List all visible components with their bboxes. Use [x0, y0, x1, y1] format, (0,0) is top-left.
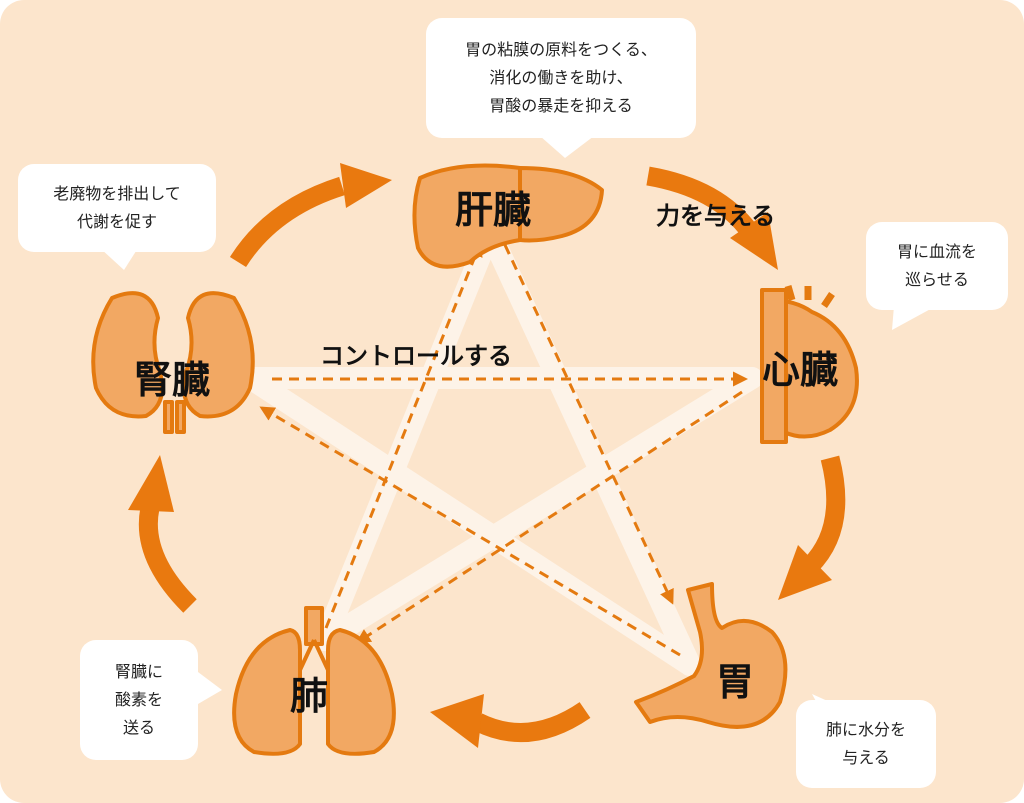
arrow-liver-to-heart	[646, 166, 778, 270]
control-heart-to-lung	[355, 390, 743, 644]
bubble-stomach-line-1: 肺に水分を	[825, 720, 906, 739]
band-heart-lung	[314, 367, 763, 651]
bubble-kidney-line-2: 代謝を促す	[76, 212, 157, 231]
band-liver-stomach	[479, 221, 701, 676]
bubble-stomach-line-2: 与える	[842, 748, 890, 767]
label-liver: 肝臓	[455, 188, 532, 232]
tail-kidney	[100, 248, 138, 270]
label-stomach: 胃	[716, 660, 755, 704]
label-kidney: 腎臓	[134, 358, 211, 402]
tail-lung	[198, 672, 222, 704]
arrow-kidney-to-liver	[229, 163, 392, 268]
heart-illustration	[760, 285, 859, 444]
bubble-lung-line-3: 送る	[122, 718, 155, 737]
control-arrows	[259, 241, 748, 657]
arrow-lung-to-kidney	[128, 455, 197, 613]
bubble-kidney: 老廃物を排出して 代謝を促す	[18, 164, 216, 252]
tail-liver	[540, 136, 594, 158]
label-generate: 力を与える	[656, 202, 776, 230]
band-lung-liver	[314, 221, 501, 651]
bubble-liver-line-1: 胃の粘膜の原料をつくる、	[465, 40, 657, 59]
bubble-heart-line-1: 胃に血流を	[896, 242, 977, 261]
bubble-liver: 胃の粘膜の原料をつくる、 消化の働きを助け、 胃酸の暴走を抑える	[426, 18, 696, 138]
stomach-illustration	[634, 582, 788, 729]
lung-illustration	[232, 606, 396, 756]
arrow-stomach-to-lung	[430, 694, 591, 748]
label-control: コントロールする	[320, 342, 512, 370]
control-stomach-to-kidney	[259, 406, 681, 657]
bubble-lung: 腎臓に 酸素を 送る	[80, 640, 198, 760]
bubble-stomach: 肺に水分を 与える	[796, 700, 936, 788]
liver-illustration	[412, 163, 604, 269]
bubble-heart-line-2: 巡らせる	[905, 270, 969, 289]
bubble-lung-line-1: 腎臓に	[114, 662, 163, 681]
arrow-heart-to-stomach	[778, 455, 846, 600]
label-lung: 肺	[290, 674, 329, 718]
control-liver-to-stomach	[503, 244, 674, 605]
bubble-liver-line-2: 消化の働きを助け、	[489, 68, 633, 87]
bubble-liver-line-3: 胃酸の暴走を抑える	[489, 96, 633, 115]
label-heart: 心臓	[762, 348, 839, 392]
kidney-illustration	[91, 291, 255, 434]
generate-arrows	[128, 163, 846, 748]
control-lung-to-liver	[324, 241, 483, 629]
bubble-kidney-line-1: 老廃物を排出して	[53, 184, 181, 203]
tail-heart	[892, 306, 936, 330]
bubble-heart: 胃に血流を 巡らせる	[866, 222, 1008, 310]
bubble-lung-line-2: 酸素を	[114, 690, 163, 709]
